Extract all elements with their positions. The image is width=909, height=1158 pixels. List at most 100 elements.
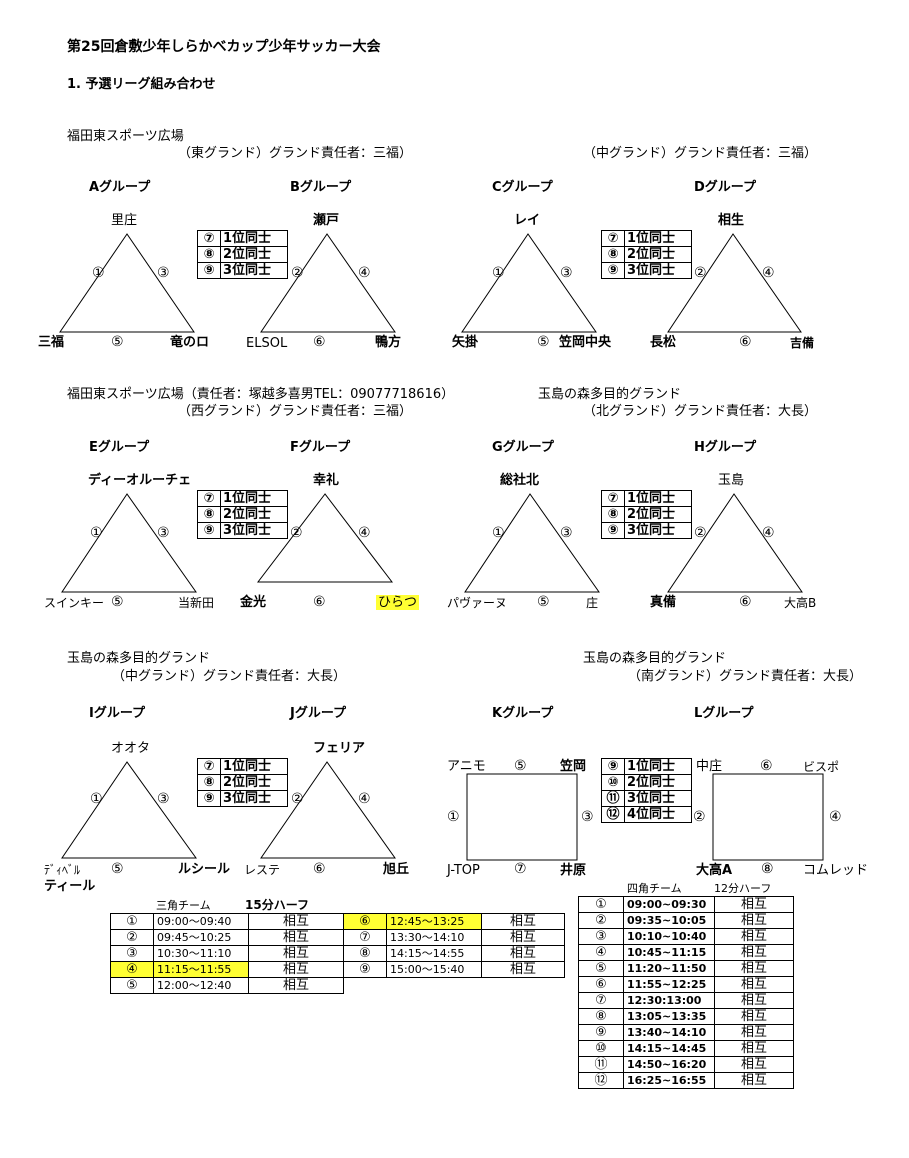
group-k-top-right-team: 笠岡: [560, 759, 587, 774]
group-f-top-team: 幸礼: [313, 473, 340, 488]
group-l-match-left: ②: [693, 809, 706, 825]
group-e-triangle: [61, 493, 197, 593]
group-a-top-team: 里庄: [111, 213, 138, 228]
group-c-title: Cグループ: [492, 180, 553, 195]
group-b-top-team: 瀬戸: [313, 213, 340, 228]
group-f-match-bottom: ⑥: [313, 594, 326, 610]
group-b-match-left: ②: [291, 265, 304, 281]
group-g-match-bottom: ⑤: [537, 594, 550, 610]
group-f-triangle: [256, 493, 394, 583]
group-c-left-team: 矢掛: [452, 335, 479, 350]
group-h-left-team: 真備: [650, 595, 677, 610]
venue-tamashima-south-manager: （南グランド）グランド責任者：大長）: [628, 669, 863, 684]
group-c-right-team: 笠岡中央: [559, 335, 612, 350]
group-f-left-team: 金光: [240, 595, 267, 610]
group-j-left-team: レステ: [244, 863, 281, 877]
venue-tamashima-south-label: 玉島の森多目的グランド: [583, 651, 727, 666]
group-h-title: Hグループ: [694, 440, 757, 455]
group-b-match-bottom: ⑥: [313, 334, 326, 350]
group-k-match-bottom: ⑦: [514, 861, 527, 877]
venue-north-manager: （北グランド）グランド責任者：大長）: [583, 404, 818, 419]
group-h-match-right: ④: [762, 525, 775, 541]
group-h-top-team: 玉島: [718, 473, 745, 488]
group-k-match-top: ⑤: [514, 758, 527, 774]
group-l-square: [712, 773, 824, 861]
group-g-match-right: ③: [560, 525, 573, 541]
group-a-match-right: ③: [157, 265, 170, 281]
group-e-match-bottom: ⑤: [111, 594, 124, 610]
group-d-top-team: 相生: [718, 213, 745, 228]
group-e-title: Eグループ: [89, 440, 150, 455]
group-d-title: Dグループ: [694, 180, 757, 195]
group-k-match-right: ③: [581, 809, 594, 825]
group-e-left-team: スインキー: [44, 596, 105, 610]
group-g-top-team: 総社北: [500, 473, 540, 488]
group-l-title: Lグループ: [694, 706, 754, 721]
group-e-match-left: ①: [90, 525, 103, 541]
table-row: ② 09:45～10:25 相互 ⑦ 13:30～14:10 相互: [110, 929, 565, 946]
group-b-title: Bグループ: [290, 180, 352, 195]
table-row: ③ 10:30～11:10 相互 ⑧ 14:15～14:55 相互: [110, 945, 565, 962]
group-f-right-team: ひらつ: [376, 595, 420, 610]
group-k-bottom-right-team: 井原: [560, 863, 587, 878]
group-a-title: Aグループ: [89, 180, 151, 195]
group-a-match-left: ①: [92, 265, 105, 281]
group-c-top-team: レイ: [514, 213, 541, 228]
group-h-match-left: ②: [694, 525, 707, 541]
group-i-title: Iグループ: [89, 706, 146, 721]
sched4-title: 四角チーム: [627, 882, 682, 895]
group-l-bottom-left-team: 大高A: [696, 863, 733, 878]
group-d-left-team: 長松: [650, 335, 677, 350]
venue-mid-manager: （中グランド）グランド責任者：三福）: [583, 146, 818, 161]
table-row: ① 09:00～09:40 相互 ⑥ 12:45～13:25 相互: [110, 913, 565, 930]
group-j-triangle: [260, 761, 396, 859]
group-l-match-top: ⑥: [760, 758, 773, 774]
venue-tamashima-mid-label: 玉島の森多目的グランド: [67, 651, 211, 666]
venue-west-manager: （西グランド）グランド責任者：三福）: [178, 404, 413, 419]
venue-tamashima-label: 玉島の森多目的グランド: [538, 387, 682, 402]
group-j-match-right: ④: [358, 791, 371, 807]
group-j-top-team: フェリア: [313, 741, 366, 756]
group-f-match-right: ④: [358, 525, 371, 541]
group-d-match-right: ④: [762, 265, 775, 281]
group-c-match-bottom: ⑤: [537, 334, 550, 350]
group-a-match-bottom: ⑤: [111, 334, 124, 350]
group-i-match-left: ①: [90, 791, 103, 807]
group-g-right-team: 庄: [586, 596, 599, 610]
group-a-left-team: 三福: [38, 335, 65, 350]
venue-tamashima-mid-manager: （中グランド）グランド責任者：大長）: [112, 669, 347, 684]
group-e-top-team: ディーオルーチェ: [88, 473, 192, 488]
section-heading: 1. 予選リーグ組み合わせ: [67, 77, 216, 92]
group-b-match-right: ④: [358, 265, 371, 281]
group-c-match-left: ①: [492, 265, 505, 281]
sched3-half: 15分ハーフ: [245, 898, 309, 912]
group-i-match-right: ③: [157, 791, 170, 807]
table-row: ④ 11:15～11:55 相互 ⑨ 15:00～15:40 相互: [110, 961, 565, 978]
group-a-triangle: [59, 233, 195, 333]
tournament-title: 第25回倉敷少年しらかべカップ少年サッカー大会: [67, 39, 381, 55]
group-d-triangle: [667, 233, 802, 333]
group-b-triangle: [260, 233, 396, 333]
group-g-triangle: [464, 493, 600, 593]
group-b-left-team: ELSOL: [246, 336, 288, 351]
group-a-right-team: 竜のロ: [170, 335, 210, 350]
group-f-match-left: ②: [290, 525, 303, 541]
group-j-title: Jグループ: [290, 706, 347, 721]
sched3-title: 三角チーム: [156, 899, 211, 912]
group-k-bottom-left-team: J-TOP: [447, 863, 480, 878]
venue-label: 福田東スポーツ広場: [67, 129, 184, 144]
group-k-square: [466, 773, 578, 861]
table-row: ⑤ 12:00～12:40 相互: [110, 977, 565, 994]
